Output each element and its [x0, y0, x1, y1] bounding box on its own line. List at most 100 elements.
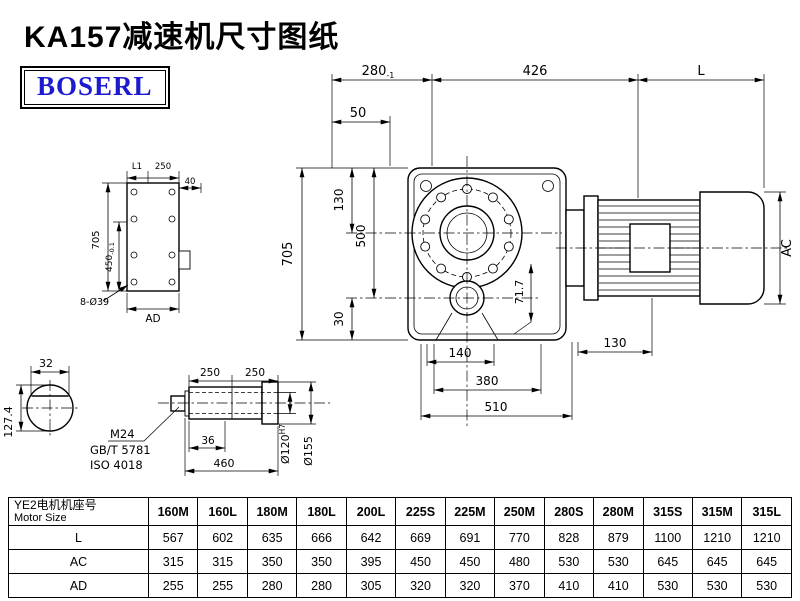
boserl-logo: BOSERL [20, 66, 170, 109]
dim-250b-label: 250 [245, 367, 265, 379]
cell: 1100 [642, 525, 693, 550]
cell: 350 [296, 549, 347, 574]
dim-50-label: 50 [350, 106, 367, 121]
cell: 645 [741, 549, 792, 574]
cell: 770 [494, 525, 545, 550]
cell: 280 [296, 573, 347, 598]
cell: 669 [395, 525, 446, 550]
motor-size-label-cn: YE2电机机座号 [14, 497, 97, 512]
dim-130-right-label: 130 [604, 336, 627, 350]
cell: 879 [593, 525, 644, 550]
dim-36-label: 36 [201, 435, 215, 447]
dim-460-label: 460 [214, 457, 235, 470]
cell: 530 [593, 549, 644, 574]
dim-380-label: 380 [476, 374, 499, 388]
gearbox-front-view [407, 167, 567, 341]
col-header: 315L [741, 497, 792, 526]
holes-note-label: 8-Ø39 [80, 297, 109, 308]
cell: 410 [543, 573, 595, 598]
col-header: 160L [197, 497, 248, 526]
cell: 450 [444, 549, 496, 574]
dim-450-label: 450-0.1 [105, 242, 116, 272]
dimension-labels: 280-1 426 L 50 705 130 500 30 71.7 140 3… [2, 64, 795, 472]
standard-gbt-label: GB/T 5781 [90, 443, 151, 457]
cell: 255 [147, 573, 199, 598]
table-row: AD 255 255 280 280 305 320 320 370 410 4… [8, 573, 792, 598]
cell: 320 [395, 573, 446, 598]
col-header: 315M [691, 497, 743, 526]
dimension-table: YE2电机机座号 Motor Size 160M 160L 180M 180L … [8, 497, 792, 598]
cell: 530 [741, 573, 792, 598]
dim-705-label: 705 [281, 242, 296, 267]
col-header: 200L [345, 497, 397, 526]
dim-426-label: 426 [523, 64, 548, 79]
col-header: 225M [444, 497, 496, 526]
col-header: 250M [494, 497, 545, 526]
cell: 1210 [691, 525, 743, 550]
cell: 410 [593, 573, 644, 598]
cell: 567 [147, 525, 199, 550]
cell: 828 [543, 525, 595, 550]
bolt-spec-label: M24 [110, 427, 135, 441]
cell: 450 [395, 549, 446, 574]
dim-d155-label: Ø155 [302, 436, 315, 466]
dim-130-top-label: 130 [332, 189, 346, 212]
row-label: AD [8, 573, 149, 598]
cell: 305 [345, 573, 397, 598]
dim-280-label: 280-1 [362, 64, 395, 80]
cell: 280 [246, 573, 298, 598]
cell: 642 [345, 525, 397, 550]
dim-30-label: 30 [332, 311, 346, 326]
technical-drawing: 280-1 426 L 50 705 130 500 30 71.7 140 3… [2, 64, 795, 476]
cell: 350 [246, 549, 298, 574]
cell: 530 [642, 573, 693, 598]
cell: 320 [444, 573, 496, 598]
dim-250a-label: 250 [200, 367, 220, 379]
col-header: 315S [642, 497, 693, 526]
standard-iso-label: ISO 4018 [90, 458, 143, 472]
cell: 691 [444, 525, 496, 550]
dim-AC-label: AC [780, 239, 795, 257]
table-row: L 567 602 635 666 642 669 691 770 828 87… [8, 525, 792, 550]
dim-AD-label: AD [145, 313, 160, 325]
dim-127-4-label: 127.4 [2, 406, 15, 438]
row-label: L [8, 525, 149, 550]
cell: 530 [543, 549, 595, 574]
dim-40-label: 40 [185, 177, 196, 187]
table-header-row: YE2电机机座号 Motor Size 160M 160L 180M 180L … [8, 497, 792, 526]
cell: 645 [642, 549, 693, 574]
dim-L-label: L [697, 64, 705, 79]
col-header: 280M [593, 497, 644, 526]
cell: 255 [197, 573, 248, 598]
cell: 1210 [741, 525, 792, 550]
dim-510-label: 510 [485, 400, 508, 414]
dim-L1-label: L1 [132, 162, 142, 172]
page-title: KA157减速机尺寸图纸 [24, 21, 340, 54]
cell: 395 [345, 549, 397, 574]
cell: 666 [296, 525, 347, 550]
dimension-lines [16, 74, 786, 476]
table-row: AC 315 315 350 350 395 450 450 480 530 5… [8, 549, 792, 574]
cell: 370 [494, 573, 545, 598]
boserl-logo-text: BOSERL [37, 71, 153, 101]
dim-71-7-label: 71.7 [513, 280, 526, 305]
cell: 315 [147, 549, 199, 574]
col-header: 180L [296, 497, 347, 526]
row-label: AC [8, 549, 149, 574]
dim-32-label: 32 [39, 357, 53, 370]
centerlines [22, 156, 788, 436]
dim-500-label: 500 [354, 225, 368, 248]
cell: 315 [197, 549, 248, 574]
dim-250-side-label: 250 [155, 162, 171, 172]
cell: 645 [691, 549, 743, 574]
cell: 635 [246, 525, 298, 550]
gearbox-side-view [126, 182, 191, 292]
motor-size-label-en: Motor Size [14, 512, 67, 525]
dim-d120-label: Ø120H7 [278, 424, 292, 464]
dim-140-label: 140 [449, 346, 472, 360]
col-header: 160M [147, 497, 199, 526]
col-header: 225S [395, 497, 446, 526]
cell: 480 [494, 549, 545, 574]
cell: 602 [197, 525, 248, 550]
